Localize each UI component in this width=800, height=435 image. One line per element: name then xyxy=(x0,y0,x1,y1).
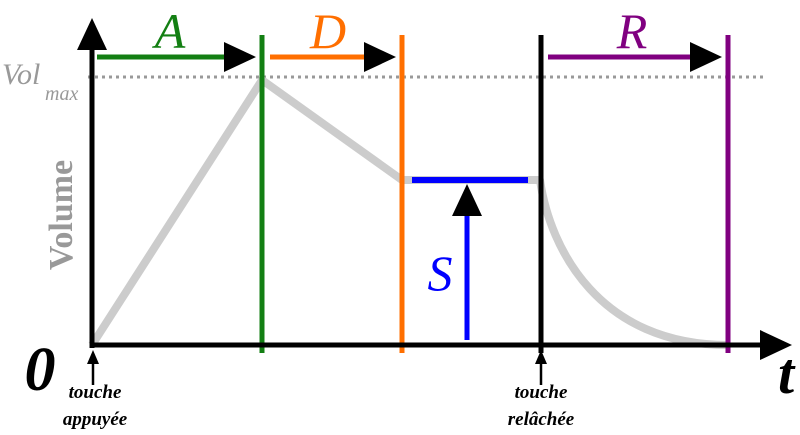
release-arrowhead xyxy=(690,42,722,72)
attack-arrowhead xyxy=(224,42,256,72)
vol-max-subscript: max xyxy=(45,83,78,105)
envelope-curve xyxy=(88,76,729,349)
vol-max-label: Vol xyxy=(2,58,40,91)
release-label: R xyxy=(616,3,648,59)
press-label-line1: touche xyxy=(69,382,122,403)
decay-label: D xyxy=(309,3,346,59)
sustain-label: S xyxy=(428,245,453,301)
y-axis-arrowhead xyxy=(77,18,107,50)
attack-label: A xyxy=(152,3,186,59)
time-axis-label: t xyxy=(778,341,796,406)
release-key-label-line2: relâchée xyxy=(508,409,575,430)
press-arrowhead xyxy=(87,350,99,364)
release-key-arrowhead xyxy=(535,350,547,364)
x-axis-arrowhead xyxy=(760,330,792,360)
decay-arrowhead xyxy=(364,42,396,72)
sustain-arrowhead xyxy=(452,184,482,216)
press-label-line2: appuyée xyxy=(63,409,128,430)
y-axis-label: Volume xyxy=(43,160,80,270)
origin-label: 0 xyxy=(25,336,56,404)
release-key-label-line1: touche xyxy=(515,382,568,403)
